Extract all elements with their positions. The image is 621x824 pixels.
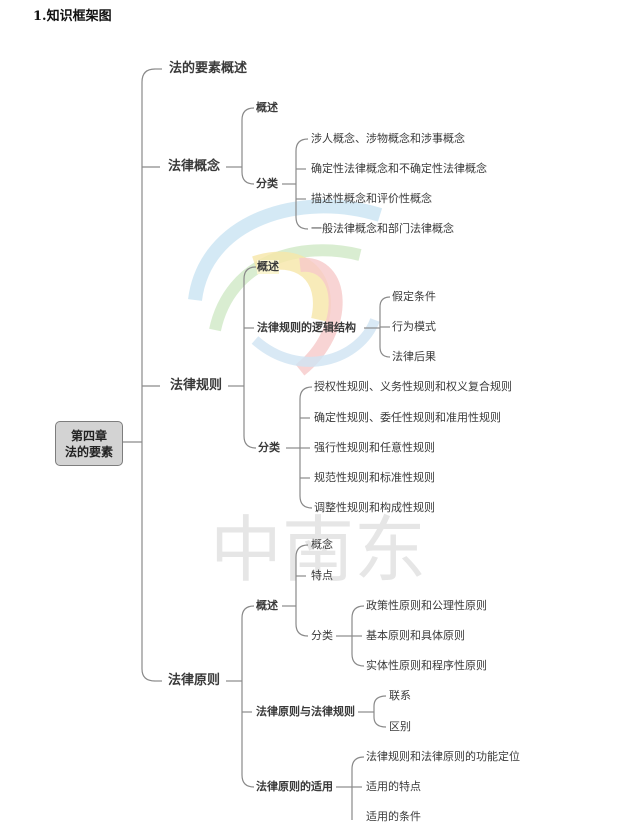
node-principle-relation[interactable]: 法律原则与法律规则: [256, 705, 355, 719]
node-application-1[interactable]: 法律规则和法律原则的功能定位: [366, 750, 520, 764]
node-rule-class-4[interactable]: 规范性规则和标准性规则: [314, 471, 435, 485]
node-concept-class-4[interactable]: 一般法律概念和部门法律概念: [311, 222, 454, 236]
node-concept-classification[interactable]: 分类: [256, 177, 278, 191]
root-line2: 法的要素: [65, 444, 113, 460]
node-rule-logic-2[interactable]: 行为模式: [392, 320, 436, 334]
node-principle-class-3[interactable]: 实体性原则和程序性原则: [366, 659, 487, 673]
node-application-3[interactable]: 适用的条件: [366, 810, 421, 824]
node-principle-class-2[interactable]: 基本原则和具体原则: [366, 629, 465, 643]
node-rule-class-1[interactable]: 授权性规则、义务性规则和权义复合规则: [314, 380, 512, 394]
node-rule-overview[interactable]: 概述: [257, 260, 279, 274]
node-principle-concept[interactable]: 概念: [311, 538, 333, 552]
node-rule-class-2[interactable]: 确定性规则、委任性规则和准用性规则: [314, 411, 501, 425]
node-principle-application[interactable]: 法律原则的适用: [256, 780, 333, 794]
node-principle-overview[interactable]: 概述: [256, 599, 278, 613]
node-relation-link[interactable]: 联系: [389, 689, 411, 703]
node-legal-principle[interactable]: 法律原则: [168, 674, 220, 688]
node-rule-logic-3[interactable]: 法律后果: [392, 350, 436, 364]
node-rule-logic-1[interactable]: 假定条件: [392, 290, 436, 304]
node-rule-class-5[interactable]: 调整性规则和构成性规则: [314, 501, 435, 515]
node-rule-logic[interactable]: 法律规则的逻辑结构: [257, 321, 356, 335]
node-principle-classification[interactable]: 分类: [311, 629, 333, 643]
node-application-2[interactable]: 适用的特点: [366, 780, 421, 794]
node-elements-overview[interactable]: 法的要素概述: [169, 62, 247, 76]
node-concept-class-3[interactable]: 描述性概念和评价性概念: [311, 192, 432, 206]
node-concept-class-1[interactable]: 涉人概念、涉物概念和涉事概念: [311, 132, 465, 146]
node-legal-rule[interactable]: 法律规则: [170, 379, 222, 393]
root-node[interactable]: 第四章 法的要素: [55, 421, 123, 466]
node-concept-overview[interactable]: 概述: [256, 101, 278, 115]
root-line1: 第四章: [71, 428, 107, 444]
node-principle-features[interactable]: 特点: [311, 569, 333, 583]
node-rule-classification[interactable]: 分类: [258, 441, 280, 455]
node-relation-difference[interactable]: 区别: [389, 720, 411, 734]
node-concept-class-2[interactable]: 确定性法律概念和不确定性法律概念: [311, 162, 487, 176]
node-rule-class-3[interactable]: 强行性规则和任意性规则: [314, 441, 435, 455]
node-legal-concept[interactable]: 法律概念: [168, 160, 220, 174]
node-principle-class-1[interactable]: 政策性原则和公理性原则: [366, 599, 487, 613]
